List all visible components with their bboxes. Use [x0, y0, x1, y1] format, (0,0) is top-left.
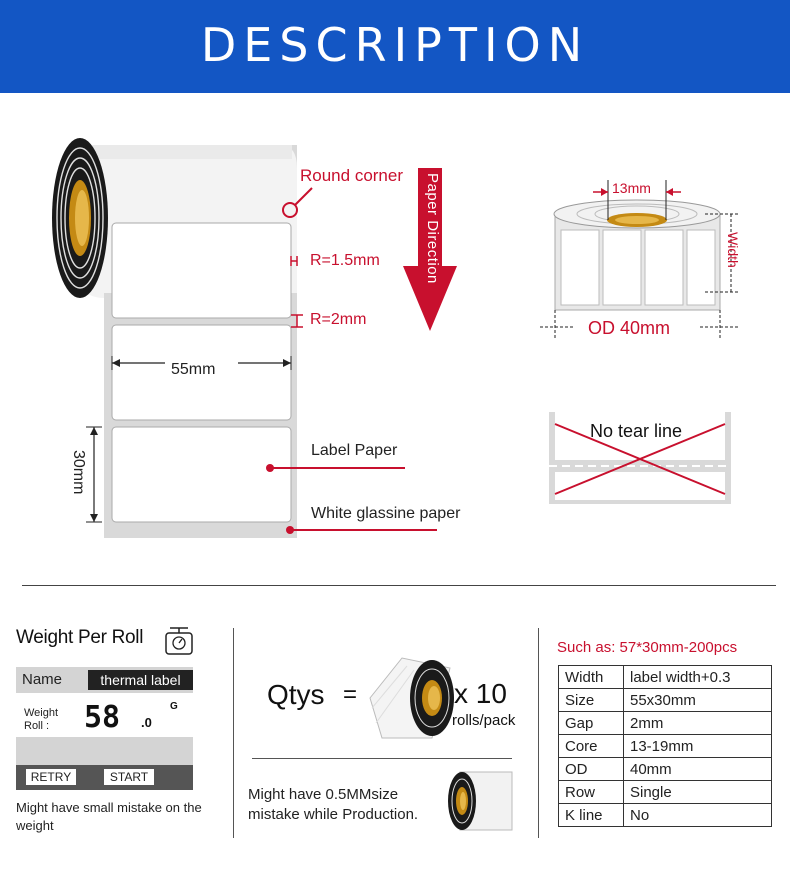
no-tear-line-diagram [549, 412, 731, 504]
spec-value: 13-19mm [623, 734, 772, 758]
spec-key: OD [558, 757, 624, 781]
column-divider-right [538, 628, 539, 838]
r15-label: R=1.5mm [310, 252, 380, 269]
paper-direction-label: Paper Direction [424, 173, 441, 284]
spec-value: Single [623, 780, 772, 804]
section-divider [22, 585, 776, 586]
header-banner [0, 0, 790, 93]
name-value: thermal label [88, 670, 193, 690]
label-2 [111, 324, 292, 421]
no-tear-line-label: No tear line [590, 421, 683, 441]
paper-direction-arrow [403, 168, 457, 331]
scale-icon [165, 627, 193, 655]
label-1 [111, 222, 292, 319]
small-roll-image [448, 771, 513, 831]
round-corner-marker [282, 202, 298, 218]
spec-key: Row [558, 780, 624, 804]
weight-decimal: .0 [141, 715, 152, 730]
qty-unit: rolls/pack [452, 712, 516, 729]
spec-heading: Such as: 57*30mm-200pcs [557, 639, 738, 656]
label-3 [111, 426, 292, 523]
height-30-label: 30mm [70, 450, 87, 495]
spec-key: Size [558, 688, 624, 712]
spec-key: Width [558, 665, 624, 689]
weight-unit: G [170, 701, 178, 712]
qty-note-2: mistake while Production. [248, 806, 419, 823]
spec-key: K line [558, 803, 624, 827]
round-corner-label: Round corner [300, 166, 404, 185]
retry-button[interactable]: RETRY [26, 769, 76, 785]
qty-note-1: Might have 0.5MMsize [248, 786, 399, 803]
spec-value: 40mm [623, 757, 772, 781]
width-dim-label: Width [725, 232, 741, 268]
qty-label: Qtys [267, 679, 325, 710]
label-roll-diagram [52, 138, 457, 538]
start-button[interactable]: START [104, 769, 154, 785]
spec-key: Gap [558, 711, 624, 735]
spec-value: label width+0.3 [623, 665, 772, 689]
glassine-label: White glassine paper [311, 505, 461, 522]
name-label: Name [16, 670, 94, 690]
qty-times: x 10 [454, 678, 507, 709]
label-paper-label: Label Paper [311, 442, 398, 459]
weight-title: Weight Per Roll [16, 627, 144, 648]
weight-note: Might have small mistake on the weight [16, 800, 202, 833]
qty-roll-image [369, 657, 454, 739]
spec-value: 55x30mm [623, 688, 772, 712]
r2-label: R=2mm [310, 311, 367, 328]
roll-spiral [52, 138, 108, 298]
spec-key: Core [558, 734, 624, 758]
spec-value: 2mm [623, 711, 772, 735]
page-title: DESCRIPTION [200, 18, 590, 72]
spec-value: No [623, 803, 772, 827]
width-55-label: 55mm [171, 361, 216, 378]
od-label: OD 40mm [588, 318, 671, 338]
weigh-scale-display: Name thermal label Weight Roll : 58 .0 G… [16, 667, 193, 790]
weight-label-2: Roll : [24, 720, 50, 732]
roll-side-view [540, 180, 740, 340]
core-13-label: 13mm [612, 180, 651, 196]
qty-equals: = [343, 681, 358, 708]
weight-label-1: Weight [24, 707, 59, 719]
column-divider-left [233, 628, 234, 838]
qty-divider [252, 758, 512, 759]
weight-value: 58 [84, 700, 121, 735]
